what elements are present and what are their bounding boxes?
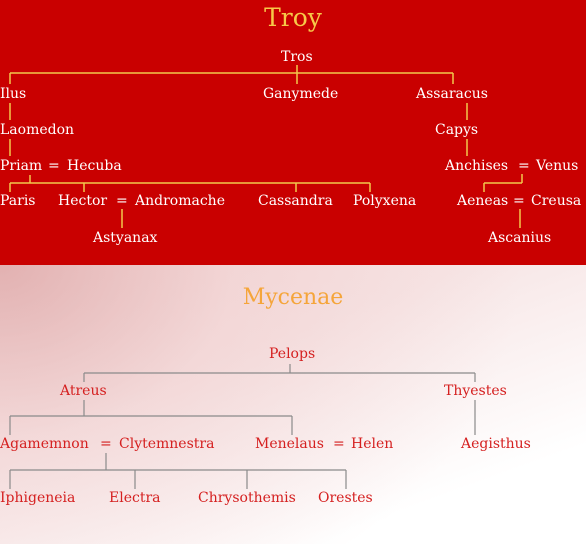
person-aegisthus: Aegisthus (461, 436, 531, 452)
person-agamemnon: Agamemnon (0, 436, 89, 452)
person-thyestes: Thyestes (444, 383, 507, 399)
mycenae-title: Mycenae (242, 285, 344, 310)
person-ganymede: Ganymede (263, 86, 339, 102)
person-helen: Helen (351, 436, 394, 452)
person-hecuba: Hecuba (67, 158, 122, 174)
marriage-sign-priam-hecuba: = (48, 158, 60, 174)
person-pelops: Pelops (269, 346, 316, 362)
person-anchises: Anchises (445, 158, 509, 174)
troy-connector-lines (9, 65, 523, 228)
mycenae-family-tree: Mycenae Pelops Atreus Thyestes Agamemnon… (0, 265, 586, 544)
person-atreus: Atreus (60, 383, 107, 399)
person-astyanax: Astyanax (93, 230, 158, 246)
mycenae-connector-lines (9, 364, 476, 489)
person-menelaus: Menelaus (255, 436, 324, 452)
person-orestes: Orestes (318, 490, 373, 506)
person-electra: Electra (109, 490, 161, 506)
person-ascanius: Ascanius (488, 230, 552, 246)
person-venus: Venus (536, 158, 579, 174)
marriage-sign-menelaus-helen: = (333, 436, 345, 452)
person-capys: Capys (435, 122, 479, 138)
person-aeneas: Aeneas (457, 193, 509, 209)
marriage-sign-hector-andromache: = (116, 193, 128, 209)
person-cassandra: Cassandra (258, 193, 333, 209)
person-paris: Paris (0, 193, 36, 209)
person-polyxena: Polyxena (353, 193, 417, 209)
person-tros: Tros (281, 49, 313, 65)
person-creusa: Creusa (531, 193, 582, 209)
person-iphigeneia: Iphigeneia (0, 490, 76, 506)
person-chrysothemis: Chrysothemis (198, 490, 296, 506)
troy-family-tree: Troy Tros Ilus Ganymede Assaracus Laomed… (0, 0, 586, 265)
marriage-sign-aeneas-creusa: = (513, 193, 525, 209)
troy-title: Troy (264, 3, 322, 32)
person-ilus: Ilus (0, 86, 27, 102)
marriage-sign-anchises-venus: = (518, 158, 530, 174)
person-laomedon: Laomedon (0, 122, 75, 138)
person-assaracus: Assaracus (416, 86, 488, 102)
person-priam: Priam (0, 158, 43, 174)
person-andromache: Andromache (135, 193, 225, 209)
marriage-sign-agamemnon-clytemnestra: = (100, 436, 112, 452)
person-clytemnestra: Clytemnestra (119, 436, 215, 452)
person-hector: Hector (58, 193, 108, 209)
